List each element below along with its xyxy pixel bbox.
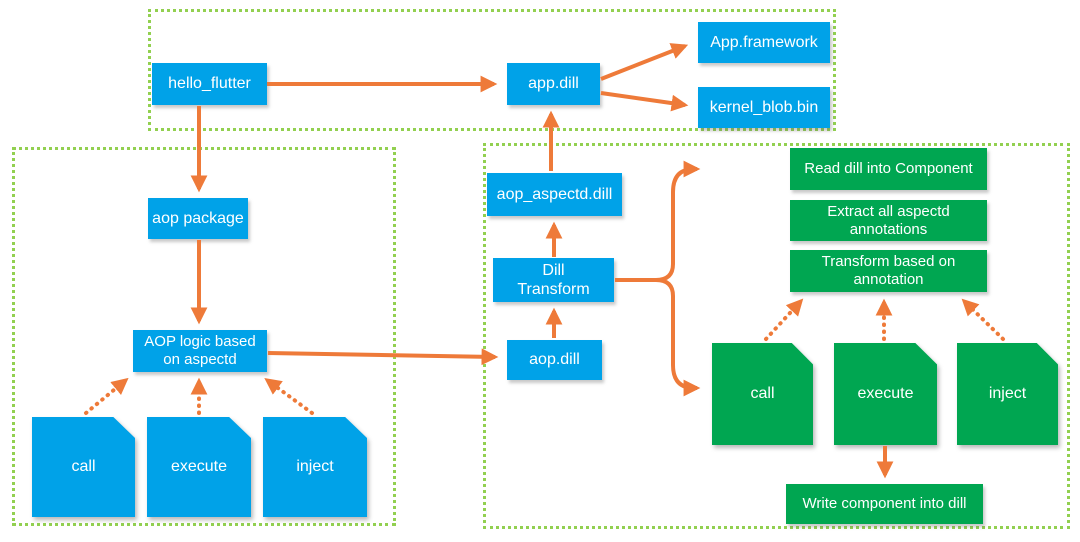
region-aop-package — [12, 147, 396, 526]
node-aop-package: aop package — [148, 198, 248, 239]
doc-transform-execute: execute — [834, 343, 937, 445]
node-write-component: Write component into dill — [786, 484, 983, 524]
node-app-framework: App.framework — [698, 22, 830, 63]
node-app-dill: app.dill — [507, 63, 600, 105]
doc-transform-inject: inject — [957, 343, 1058, 445]
node-aop-aspectd-dill: aop_aspectd.dill — [487, 173, 622, 216]
node-hello-flutter: hello_flutter — [152, 63, 267, 105]
node-dill-transform: Dill Transform — [493, 258, 614, 302]
node-aop-logic: AOP logic based on aspectd — [133, 330, 267, 372]
node-aop-dill: aop.dill — [507, 340, 602, 380]
doc-aspectd-execute: execute — [147, 417, 251, 517]
node-extract-annotations: Extract all aspectd annotations — [790, 200, 987, 241]
node-transform-annotation: Transform based on annotation — [790, 250, 987, 292]
region-build-flow — [148, 9, 836, 131]
doc-aspectd-call: call — [32, 417, 135, 517]
doc-aspectd-inject: inject — [263, 417, 367, 517]
doc-transform-call: call — [712, 343, 813, 445]
node-read-dill: Read dill into Component — [790, 148, 987, 190]
node-kernel-blob-bin: kernel_blob.bin — [698, 87, 830, 128]
region-dill-transform — [483, 143, 1070, 529]
